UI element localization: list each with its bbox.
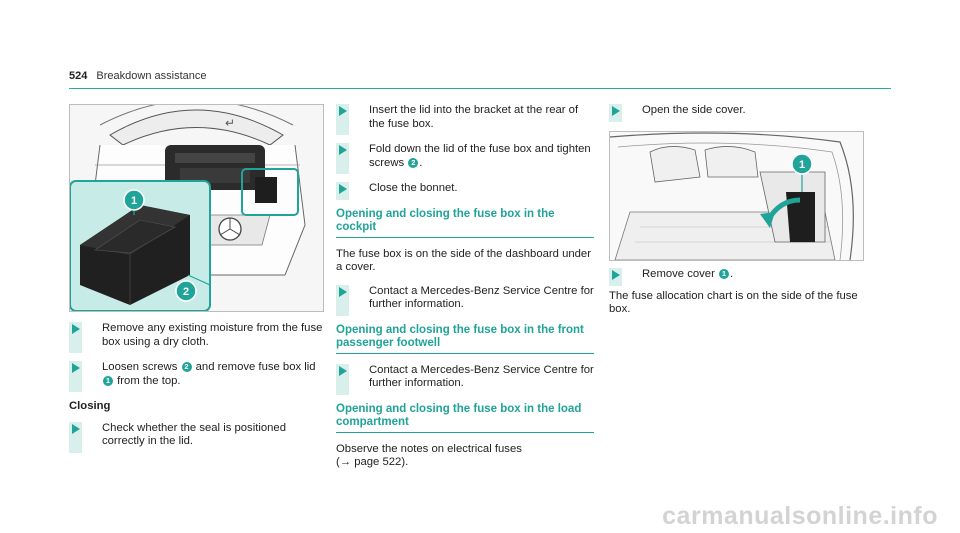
step-close-bonnet: Close the bonnet. [336,182,594,200]
step-arrow-icon [339,184,347,194]
step-arrow-icon [339,365,347,376]
callout-1: 1 [131,195,137,207]
heading-footwell: Opening and closing the fuse box in the … [336,324,594,354]
step-arrow-icon [612,106,620,116]
para-load-compartment: Observe the notes on electrical fuses (→… [336,442,522,469]
engine-bay-fuse-box-illustration: ↵ 1 2 [69,104,324,312]
step-arrow-icon [72,423,80,434]
closing-heading: Closing [69,400,111,412]
header-rule [69,88,891,89]
watermark: carmanualsonline.info [662,502,938,530]
para-fuse-allocation: The fuse allocation chart is on the side… [609,289,858,316]
load-compartment-illustration: 1 [609,131,864,261]
page-header: 524 Breakdown assistance [69,70,206,82]
page-reference-link[interactable]: (→ page 522). [336,456,409,468]
callout-1-inline: 1 [718,269,729,279]
page-section-title: Breakdown assistance [96,70,207,82]
step-arrow-icon [72,324,80,334]
callout-2-inline: 2 [181,362,192,372]
step-loosen-screws: Loosen screws 2 and remove fuse box lid … [69,361,323,392]
step-fold-down-lid: Fold down the lid of the fuse box and ti… [336,143,594,174]
step-arrow-icon [339,106,347,116]
callout-1-inline: 1 [103,375,113,386]
column-1: Remove any existing moisture from the fu… [69,322,323,461]
callout-1: 1 [799,159,805,171]
page-number: 524 [69,70,88,82]
step-contact-service-cockpit: Contact a Mercedes-Benz Service Centre f… [336,284,594,316]
step-arrow-icon [339,286,347,297]
step-arrow-icon [612,270,620,280]
heading-cockpit: Opening and closing the fuse box in the … [336,208,594,238]
step-insert-lid: Insert the lid into the bracket at the r… [336,104,594,135]
step-remove-moisture: Remove any existing moisture from the fu… [69,322,323,353]
para-cockpit: The fuse box is on the side of the dashb… [336,247,591,274]
step-remove-cover: Remove cover 1. [609,268,863,286]
heading-load-compartment: Opening and closing the fuse box in the … [336,403,594,433]
step-arrow-icon [72,363,80,373]
step-arrow-icon [339,145,347,155]
column-3: Open the side cover. [609,104,863,130]
step-check-seal: Check whether the seal is positioned cor… [69,421,323,453]
callout-2-inline: 2 [408,157,419,168]
column-2: Insert the lid into the bracket at the r… [336,104,594,480]
column-3-lower: Remove cover 1. The fuse allocation char… [609,268,863,327]
step-open-side-cover: Open the side cover. [609,104,863,122]
emblem-glyph: ↵ [225,116,235,130]
step-contact-service-footwell: Contact a Mercedes-Benz Service Centre f… [336,363,594,395]
callout-2: 2 [183,286,189,298]
